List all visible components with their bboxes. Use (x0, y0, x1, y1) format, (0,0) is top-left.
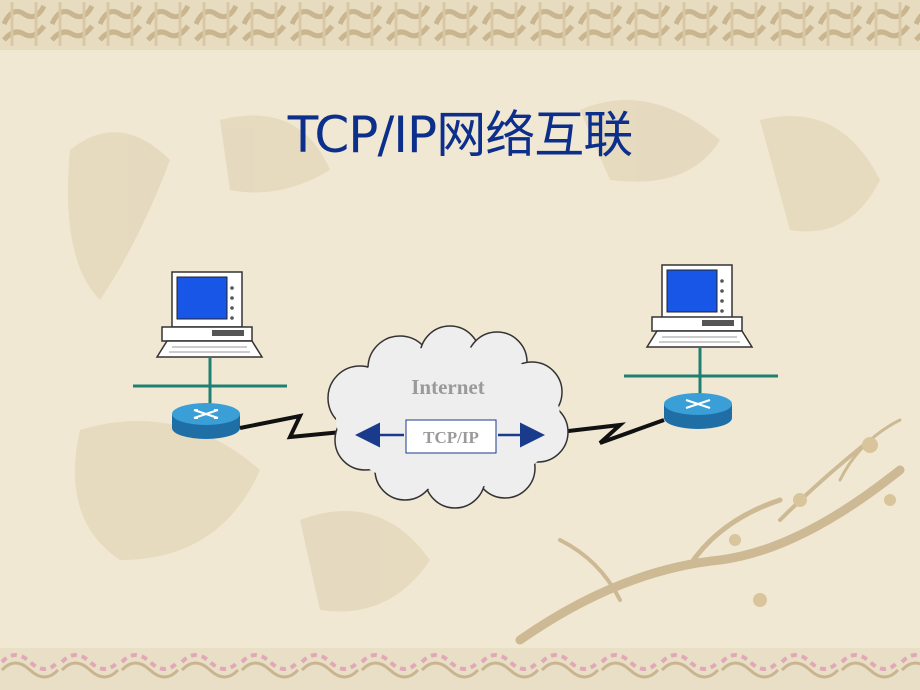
left-computer-icon (155, 271, 264, 358)
left-router-icon (172, 403, 240, 439)
slide-title: TCP/IP网络互联 (287, 106, 633, 164)
protocol-label: TCP/IP (423, 428, 479, 447)
right-router-icon (664, 393, 732, 429)
protocol-box (405, 419, 497, 454)
right-wan-link (559, 418, 665, 445)
cloud-label: Internet (411, 375, 484, 399)
background-calligraphy (68, 100, 880, 612)
internet-cloud (327, 325, 569, 509)
background-blossoms (729, 437, 896, 607)
left-wan-link (239, 413, 353, 440)
right-computer-icon (645, 264, 754, 348)
bottom-border-band (0, 648, 920, 690)
top-border-band (0, 0, 920, 50)
